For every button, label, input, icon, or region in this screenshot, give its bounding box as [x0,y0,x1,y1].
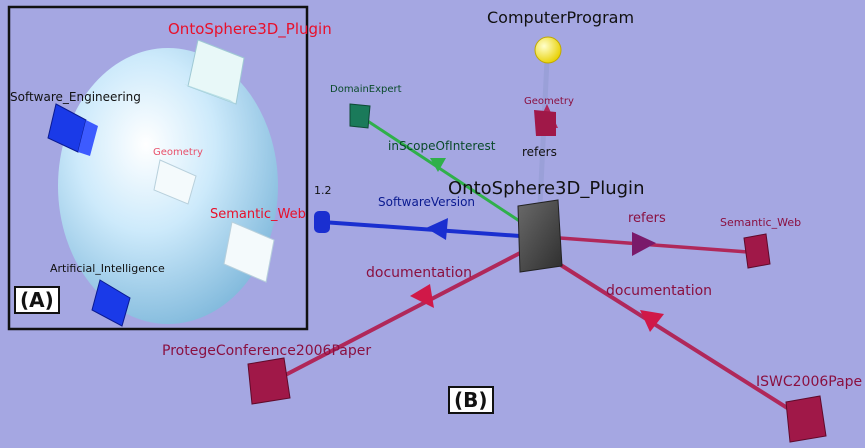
refers-up-label: refers [522,145,557,159]
documentation-left-label: documentation [366,265,472,281]
geometry-node [534,110,556,136]
edge-software-version [321,220,521,238]
documentation-right-label: documentation [606,283,712,299]
geometry-cube-a [153,159,197,205]
semantic-web-node [743,233,771,269]
panel-b-labels: ComputerProgram Geometry DomainExpert re… [162,8,862,390]
software-version-arrow [426,218,448,240]
iswc-paper-node [785,395,827,443]
protege-paper-label: ProtegeConference2006Paper [162,343,371,359]
documentation-left-arrow [410,284,434,308]
refers-right-arrow [632,232,656,256]
protege-paper-node [247,357,291,405]
geometry-node-label: Geometry [524,96,574,107]
panel-a-software-engineering-label: Software_Engineering [10,90,141,104]
iswc-paper-label: ISWC2006Pape [756,374,862,390]
edge-documentation-left [267,250,523,386]
software-engineering-cube-side [78,120,98,156]
panel-a-tag: (A) [14,286,60,314]
domain-expert-label: DomainExpert [330,84,402,95]
edge-documentation-right [554,260,802,418]
panel-a-semantic-web-label: Semantic_Web [210,207,306,222]
version-value-node [314,211,330,233]
panel-a: OntoSphere3D_Plugin Software_Engineering… [7,5,332,331]
version-value-label: 1.2 [314,184,332,197]
refers-right-label: refers [628,211,666,226]
semantic-web-node-label: Semantic_Web [720,216,801,229]
panel-a-plugin-label: OntoSphere3D_Plugin [168,20,332,39]
in-scope-arrow [430,158,446,172]
edge-in-scope [359,114,525,226]
in-scope-label: inScopeOfInterest [388,139,496,153]
panel-a-artificial-intelligence-label: Artificial_Intelligence [50,262,165,275]
panel-b-nodes [247,36,827,443]
software-version-label: SoftwareVersion [378,195,475,209]
center-plugin-label: OntoSphere3D_Plugin [448,178,644,199]
computer-program-node [534,36,562,64]
plugin-cube-a-side [184,84,236,104]
panel-b-tag: (B) [448,386,494,414]
center-plugin-node [517,199,563,273]
artificial-intelligence-cube [91,279,131,327]
documentation-right-arrow [640,310,664,332]
semantic-web-cube-a [223,221,275,283]
panel-a-frame [7,5,309,331]
panel-a-geometry-label: Geometry [153,147,203,158]
computer-program-label: ComputerProgram [487,8,634,27]
edge-refers-right [559,236,749,254]
domain-expert-node [349,103,371,129]
